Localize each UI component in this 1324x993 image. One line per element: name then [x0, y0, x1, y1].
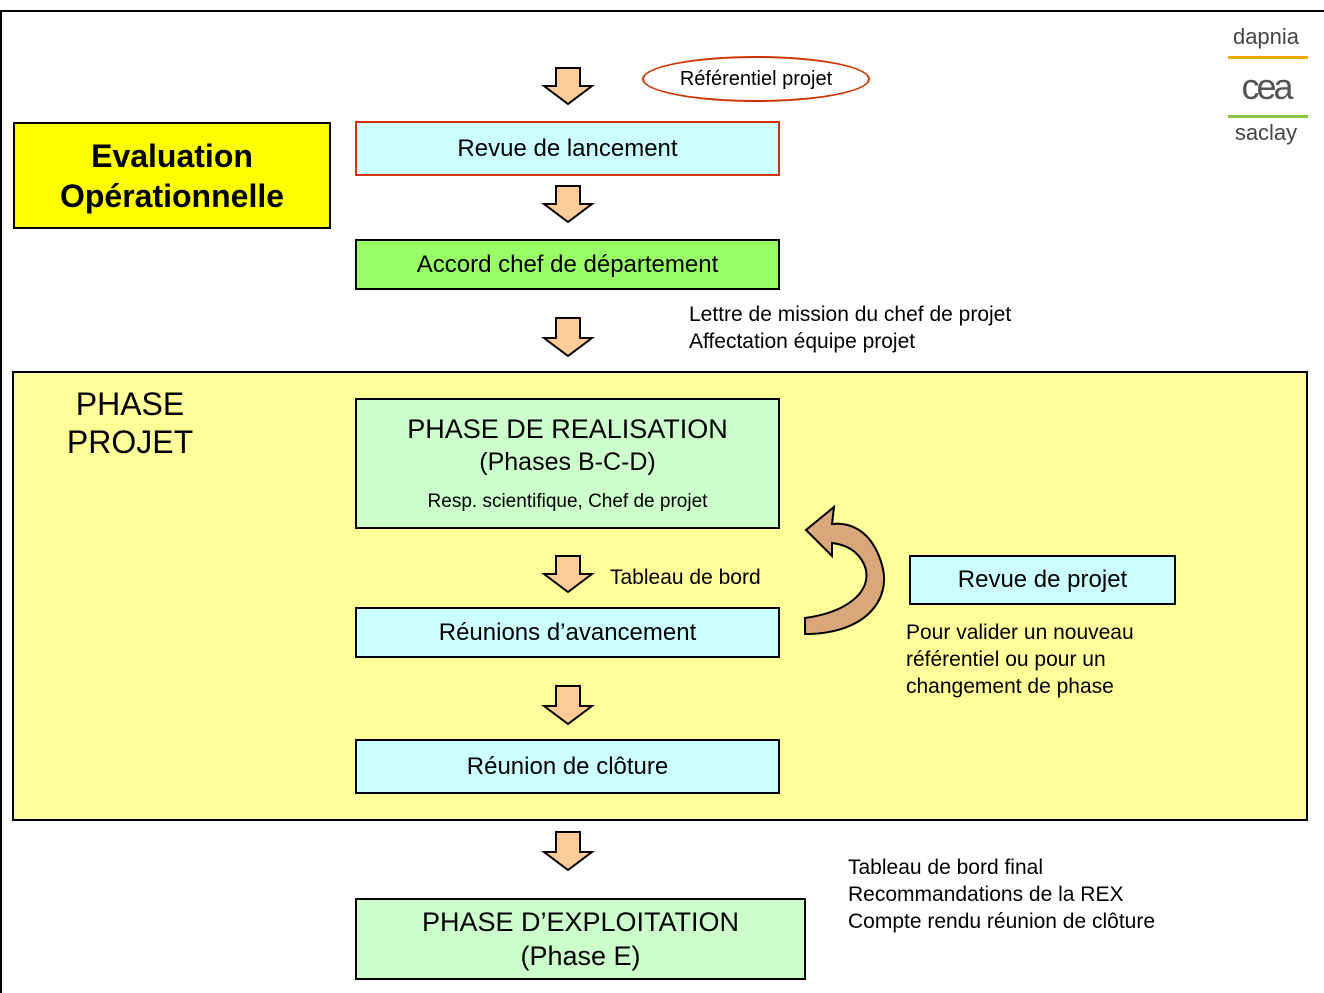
referentiel-ellipse: Référentiel projet	[642, 56, 870, 102]
phase-exploitation-subtitle: (Phase E)	[520, 941, 641, 971]
final-note-line2: Recommandations de la REX	[848, 883, 1124, 906]
down-arrow-4-icon	[541, 555, 595, 594]
phase-exploitation-title: PHASE D’EXPLOITATION	[421, 907, 740, 937]
reunion-cloture-box: Réunion de clôture	[355, 739, 780, 794]
evaluation-line1: Evaluation	[91, 137, 253, 174]
phase-realisation-box: PHASE DE REALISATION (Phases B-C-D) Resp…	[355, 398, 780, 529]
revue-projet-note: Pour valider un nouveau référentiel ou p…	[906, 619, 1134, 700]
mission-note-line2: Affectation équipe projet	[689, 330, 916, 353]
revue-lancement-label: Revue de lancement	[457, 134, 678, 162]
revue-projet-note-line3: changement de phase	[906, 675, 1114, 698]
mission-note-line1: Lettre de mission du chef de projet	[689, 303, 1012, 326]
slide-frame	[0, 10, 1324, 993]
down-arrow-1-icon	[541, 67, 595, 106]
reunions-avancement-label: Réunions d’avancement	[438, 618, 697, 646]
evaluation-line2: Opérationnelle	[59, 177, 285, 214]
phase-exploitation-box: PHASE D’EXPLOITATION (Phase E)	[355, 898, 806, 980]
reunion-cloture-label: Réunion de clôture	[466, 752, 669, 780]
final-note: Tableau de bord final Recommandations de…	[848, 854, 1155, 935]
down-arrow-5-icon	[541, 685, 595, 726]
tableau-de-bord-label: Tableau de bord	[610, 566, 761, 589]
revue-projet-note-line1: Pour valider un nouveau	[906, 621, 1134, 644]
revue-projet-box: Revue de projet	[909, 555, 1176, 605]
curved-return-arrow-icon	[804, 504, 885, 636]
logo-green-line	[1228, 115, 1308, 118]
revue-lancement-box: Revue de lancement	[355, 121, 780, 176]
revue-projet-note-line2: référentiel ou pour un	[906, 648, 1106, 671]
referentiel-label: Référentiel projet	[679, 67, 833, 90]
mission-note: Lettre de mission du chef de projet Affe…	[689, 301, 1011, 355]
final-note-line1: Tableau de bord final	[848, 856, 1043, 879]
phase-realisation-resp: Resp. scientifique, Chef de projet	[427, 491, 708, 512]
evaluation-box: Evaluation Opérationnelle	[13, 122, 331, 229]
logo-orange-line	[1228, 56, 1308, 59]
phase-realisation-title: PHASE DE REALISATION	[407, 414, 728, 444]
accord-chef-box: Accord chef de département	[355, 239, 780, 290]
phase-projet-line2: PROJET	[66, 424, 194, 460]
final-note-line3: Compte rendu réunion de clôture	[848, 910, 1156, 933]
logo: dapnia cea saclay	[1222, 24, 1310, 174]
revue-projet-label: Revue de projet	[957, 566, 1128, 593]
down-arrow-6-icon	[541, 831, 595, 872]
accord-chef-label: Accord chef de département	[416, 250, 719, 278]
phase-projet-line1: PHASE	[75, 386, 185, 422]
reunions-avancement-box: Réunions d’avancement	[355, 607, 780, 658]
logo-dapnia: dapnia	[1232, 24, 1300, 49]
logo-cea: cea	[1241, 66, 1293, 107]
phase-realisation-subtitle: (Phases B-C-D)	[479, 448, 656, 476]
phase-projet-title: PHASE PROJET	[40, 385, 220, 461]
down-arrow-2-icon	[541, 185, 595, 224]
down-arrow-3-icon	[541, 317, 595, 358]
logo-saclay: saclay	[1234, 120, 1298, 145]
